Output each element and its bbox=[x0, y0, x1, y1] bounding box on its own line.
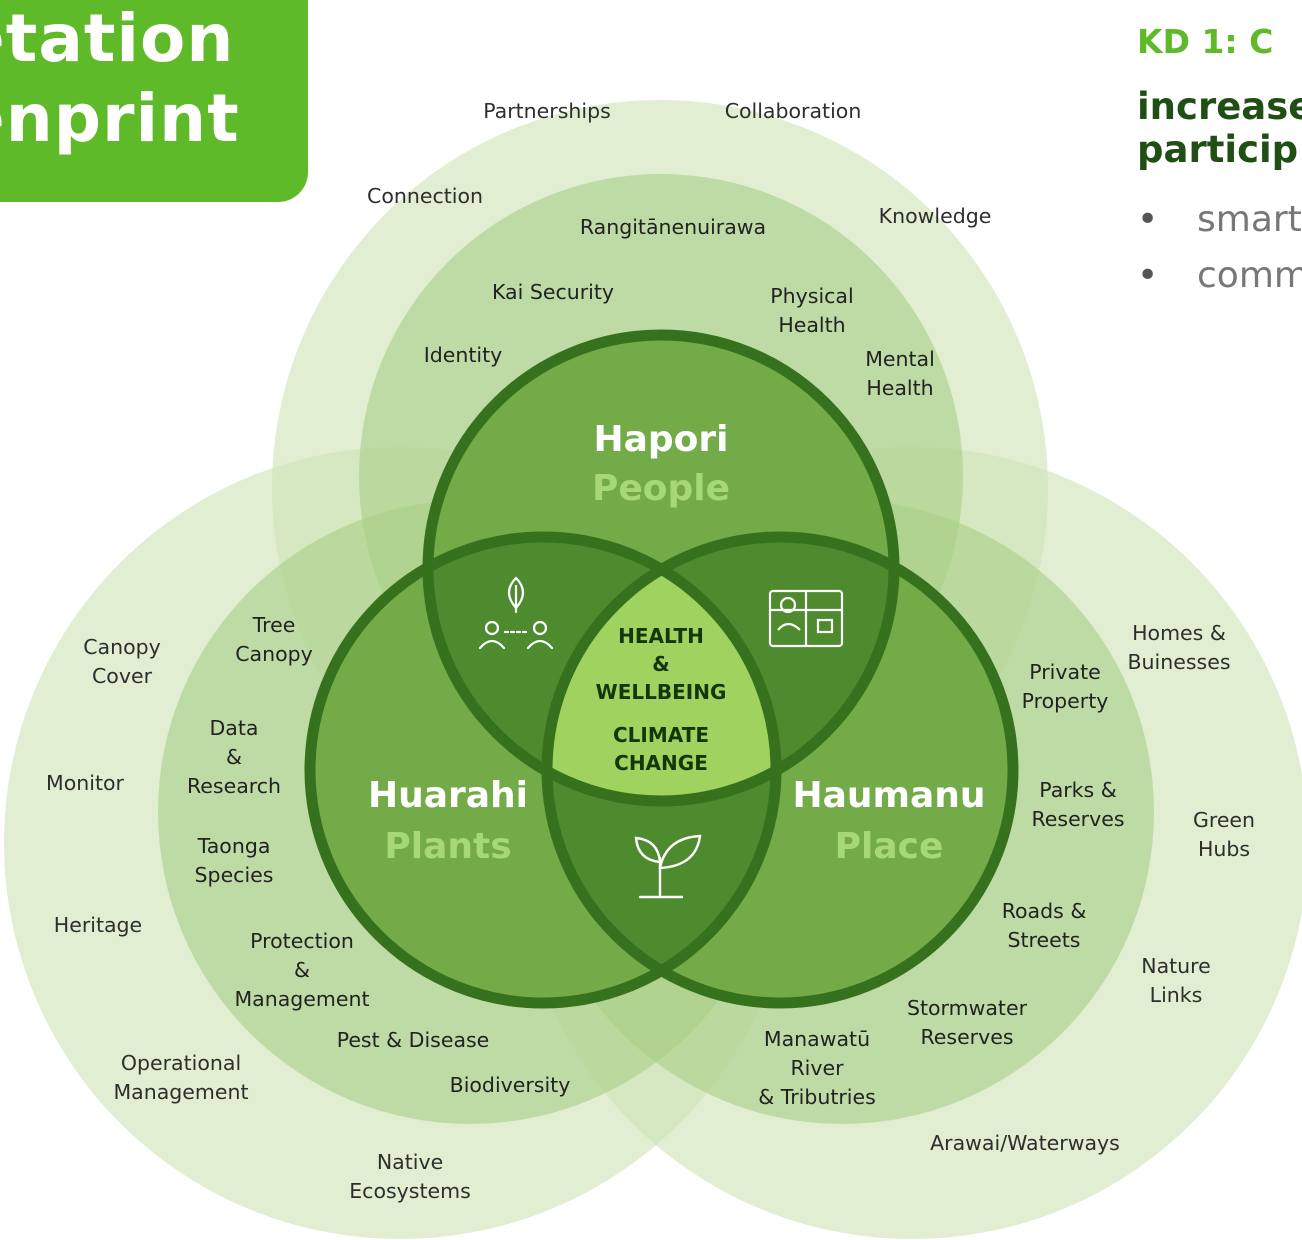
label-native-2: Ecosystems bbox=[349, 1179, 471, 1203]
label-manawatu-1: Manawatū bbox=[764, 1027, 870, 1051]
label-roads-2: Streets bbox=[1008, 928, 1081, 952]
planning-map-icon bbox=[768, 589, 844, 648]
label-biodiversity: Biodiversity bbox=[450, 1073, 571, 1097]
label-homes-2: Buinesses bbox=[1127, 650, 1230, 674]
label-parks-2: Reserves bbox=[1031, 807, 1124, 831]
label-rangitane: Rangitānenuirawa bbox=[580, 215, 766, 239]
label-protection-3: Management bbox=[234, 987, 369, 1011]
label-knowledge: Knowledge bbox=[879, 204, 992, 228]
people-leaf-icon bbox=[478, 576, 554, 650]
label-heritage: Heritage bbox=[54, 913, 142, 937]
label-pest-disease: Pest & Disease bbox=[337, 1028, 490, 1052]
label-taonga-species-1: Taonga bbox=[197, 834, 271, 858]
inner-outline-place bbox=[541, 531, 1019, 1009]
label-canopy-cover-2: Cover bbox=[92, 664, 153, 688]
label-stormwater-2: Reserves bbox=[920, 1025, 1013, 1049]
label-mental-health-1: Mental bbox=[865, 347, 935, 371]
center-overlap bbox=[547, 537, 776, 801]
label-roads-1: Roads & bbox=[1002, 899, 1087, 923]
label-manawatu-2: River bbox=[790, 1056, 844, 1080]
title-line-1: etation bbox=[0, 0, 235, 77]
label-homes-1: Homes & bbox=[1132, 621, 1226, 645]
seedling-icon bbox=[634, 834, 702, 899]
label-tree-canopy-1: Tree bbox=[252, 613, 296, 637]
label-collaboration: Collaboration bbox=[725, 99, 862, 123]
label-taonga-species-2: Species bbox=[195, 863, 274, 887]
label-manawatu-3: & Tributries bbox=[758, 1085, 876, 1109]
label-protection-1: Protection bbox=[250, 929, 354, 953]
label-data-research-2: & bbox=[226, 745, 242, 769]
title-line-2: enprint bbox=[0, 80, 240, 157]
label-mental-health-2: Health bbox=[866, 376, 933, 400]
label-arawai: Arawai/Waterways bbox=[930, 1131, 1120, 1155]
kd-bullet-1: •smart bbox=[1137, 199, 1302, 240]
kd-subheading-1: increase bbox=[1137, 85, 1302, 128]
center-and: & bbox=[652, 652, 669, 676]
label-monitor: Monitor bbox=[46, 771, 124, 795]
label-parks-1: Parks & bbox=[1039, 778, 1117, 802]
label-physical-health-2: Health bbox=[778, 313, 845, 337]
label-data-research-3: Research bbox=[187, 774, 281, 798]
label-protection-2: & bbox=[294, 958, 310, 982]
label-connection: Connection bbox=[367, 184, 483, 208]
hub-place-english: Place bbox=[835, 826, 944, 867]
label-nature-links-2: Links bbox=[1150, 983, 1203, 1007]
label-operational-1: Operational bbox=[121, 1051, 241, 1075]
hub-people-english: People bbox=[592, 468, 730, 509]
label-green-hubs-1: Green bbox=[1193, 808, 1255, 832]
kd-bullet-2: •comm bbox=[1137, 255, 1302, 296]
label-data-research-1: Data bbox=[210, 716, 259, 740]
label-partnerships: Partnerships bbox=[483, 99, 611, 123]
label-canopy-cover-1: Canopy bbox=[83, 635, 161, 659]
center-wellbeing: WELLBEING bbox=[596, 680, 727, 704]
label-tree-canopy-2: Canopy bbox=[235, 642, 313, 666]
label-green-hubs-2: Hubs bbox=[1198, 837, 1250, 861]
hub-place-maori: Haumanu bbox=[792, 775, 985, 816]
label-stormwater-1: Stormwater bbox=[907, 996, 1028, 1020]
inner-circles bbox=[304, 329, 1019, 1009]
kd-subheading-2: particip bbox=[1137, 128, 1299, 171]
label-native-1: Native bbox=[377, 1150, 443, 1174]
label-kai-security: Kai Security bbox=[492, 280, 614, 304]
label-private-1: Private bbox=[1029, 660, 1100, 684]
center-change: CHANGE bbox=[614, 751, 708, 775]
title-banner: etation enprint bbox=[0, 0, 308, 202]
hub-plants-maori: Huarahi bbox=[368, 775, 528, 816]
label-private-2: Property bbox=[1022, 689, 1109, 713]
center-health: HEALTH bbox=[618, 624, 704, 648]
inner-outline-plants bbox=[304, 531, 782, 1009]
label-identity: Identity bbox=[424, 343, 503, 367]
center-climate: CLIMATE bbox=[613, 723, 709, 747]
hub-plants-english: Plants bbox=[384, 826, 511, 867]
label-operational-2: Management bbox=[113, 1080, 248, 1104]
hub-people-maori: Hapori bbox=[593, 419, 728, 460]
label-physical-health-1: Physical bbox=[770, 284, 853, 308]
kd-heading: KD 1: C bbox=[1137, 22, 1274, 61]
label-nature-links-1: Nature bbox=[1141, 954, 1211, 978]
